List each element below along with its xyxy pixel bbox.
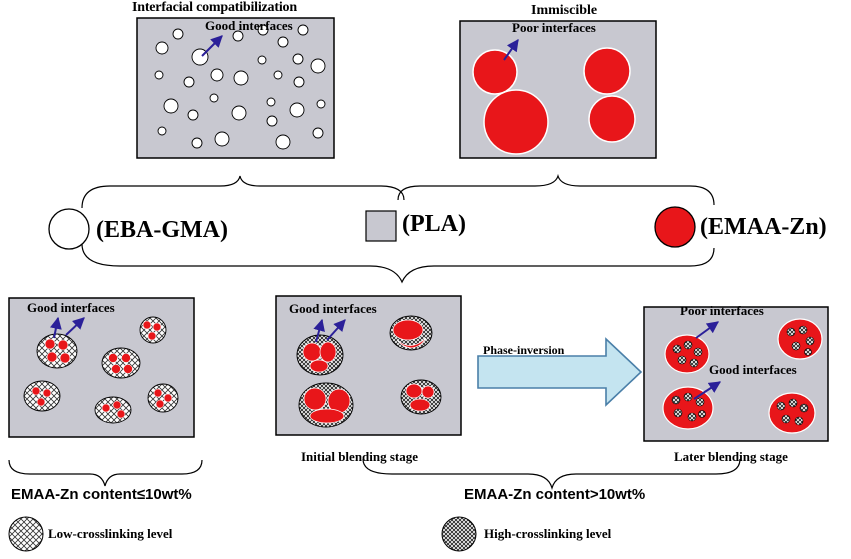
low-crosslinking-label: Low-crosslinking level [48,526,173,541]
brace-components [81,243,715,284]
eba-gma-label: (EBA-GMA) [96,217,228,243]
good-interface-arrow [201,35,223,57]
poor-interfaces-label-later: Poor interfaces [680,303,764,318]
initial-stage-caption: Initial blending stage [301,449,419,464]
phase-inversion-arrow [477,337,643,407]
panel-later-blending [643,306,829,442]
pla-symbol [365,210,397,242]
emaa-zn-label: (EMAA-Zn) [700,214,827,240]
emaa-zn-inclusions [302,319,435,424]
phase-inversion-label: Phase-inversion [483,343,565,357]
low-content-range-label: EMAA-Zn content≤10wt% [11,486,192,503]
compatibilization-title: Interfacial compatibilization [132,0,297,15]
panel-initial-blending [275,295,462,436]
good-interfaces-label-low: Good interfaces [27,300,115,315]
panel-compatibilized [136,17,335,159]
poor-interface-arrow [503,39,519,61]
good-interfaces-label-initial: Good interfaces [289,301,377,316]
brace-low-content [8,459,203,487]
emaa-zn-symbol [654,206,696,248]
emaa-zn-droplets [472,47,636,155]
brace-left [81,175,405,209]
high-content-range-label: EMAA-Zn content>10wt% [464,486,646,503]
eba-gma-symbol [48,208,90,250]
poor-interfaces-label-top: Poor interfaces [512,20,596,35]
panel-immiscible [459,20,657,159]
good-interfaces-label-later: Good interfaces [709,362,797,377]
emaa-zn-cores [31,320,173,419]
later-stage-caption: Later blending stage [674,449,788,464]
good-interfaces-label-top: Good interfaces [205,18,293,33]
high-crosslinking-label: High-crosslinking level [484,526,612,541]
panel-low-content [8,297,195,438]
brace-high-content [362,458,741,491]
immiscible-title: Immiscible [531,3,598,18]
low-crosslinking-swatch [8,516,44,552]
eba-gma-inclusions [671,325,815,426]
high-crosslinking-swatch [441,516,477,552]
brace-right [397,173,715,206]
pla-label: (PLA) [402,211,466,237]
